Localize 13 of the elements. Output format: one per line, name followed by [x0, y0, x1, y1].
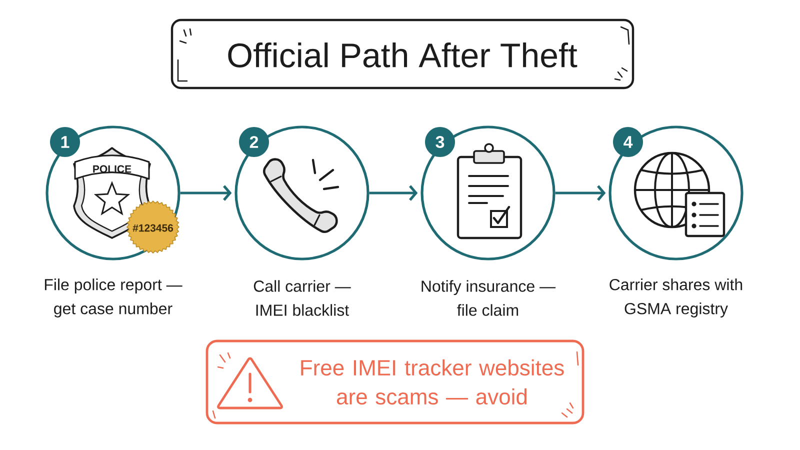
warning-box: Free IMEI tracker websites are scams — avoid [206, 340, 584, 424]
arrow [180, 185, 232, 201]
step-caption: Notify insurance — file claim [422, 280, 556, 316]
arrow [369, 185, 418, 201]
step-caption: Call carrier — IMEI blacklist [254, 280, 351, 316]
arrow [555, 185, 606, 201]
step-caption: Carrier shares with GSMA registry [610, 278, 742, 318]
step-number-badge: 3 [425, 127, 455, 157]
step-caption: File police report — get case number [44, 278, 182, 318]
step-number-badge: 2 [239, 127, 269, 157]
title-box: Official Path After Theft [170, 18, 634, 90]
step-number-badge: 4 [613, 127, 643, 157]
step-number-badge: 1 [50, 127, 80, 157]
